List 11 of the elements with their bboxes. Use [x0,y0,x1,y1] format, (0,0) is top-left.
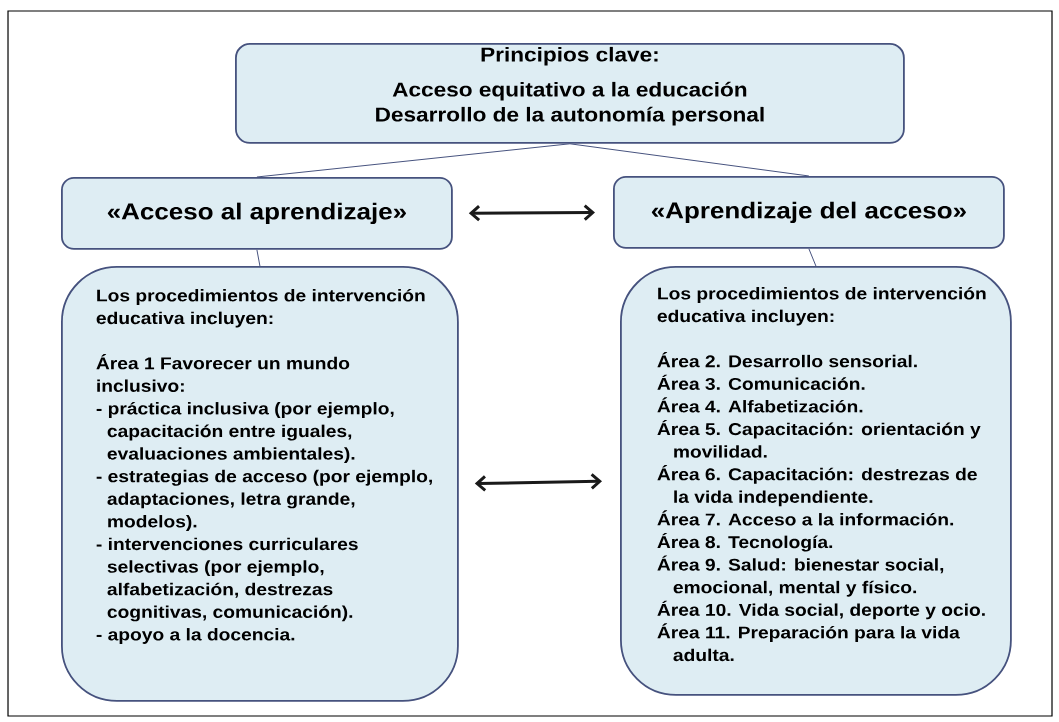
double-arrow [468,204,595,222]
heading-box: «Acceso al aprendizaje» [61,177,453,250]
heading-box: «Aprendizaje del acceso» [613,176,1005,249]
double-arrow [474,473,602,492]
connector-line [808,248,817,267]
content-box: Los procedimientos de intervención educativa incluyen: Área 2. Desarrollo sensorial. Área 3. Comunicación. Área 4. Alfabetización. Área 5. Capacitación: orientación y movilidad. Área 6. Capacitación: destrezas de la vida independiente. Área 7. Acceso a la información. Área 8. Tecnología. Área 9. Salud: bienestar social, emocional, mental y físico. Área 10. Vida social, deporte y ocio. Área 11. Preparación para la vida adulta. [620,266,1012,696]
principles-box: Principios clave: Acceso equitativo a la educación Desarrollo de la autonomía personal [235,43,905,144]
content-box: Los procedimientos de intervención educativa incluyen: Área 1 Favorecer un mundo inclusivo: - práctica inclusiva (por ejemplo, capacitación entre iguales, evaluaciones ambientales). - estrategias de acceso (por ejemplo, adaptaciones, letra grande, modelos). - intervenciones curriculares selectivas (por ejemplo, alfabetización, destrezas cognitivas, comunicación). - apoyo a la docencia. [61,266,459,702]
connector-line [256,143,571,178]
connector-line [256,249,261,267]
connector-line [569,143,810,177]
